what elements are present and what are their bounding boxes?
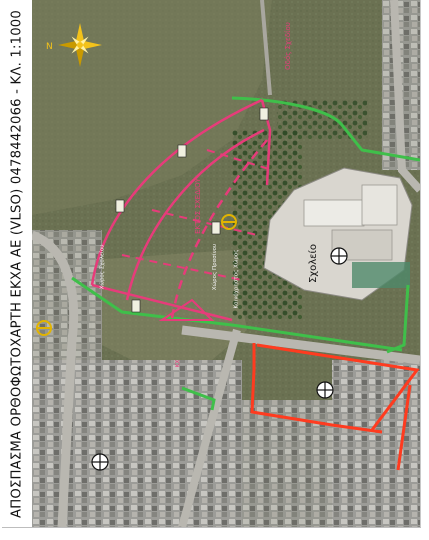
building-outline-east xyxy=(256,343,420,431)
compass-rose-icon: N xyxy=(46,23,102,67)
plan-line-south xyxy=(91,283,233,322)
plan-line-dashed-3 xyxy=(206,149,273,171)
scrub-area-north xyxy=(32,0,272,215)
tree-canopy-east xyxy=(277,100,367,140)
school-label: Σχολείο xyxy=(308,243,320,284)
svg-text:N: N xyxy=(46,42,53,52)
map-sheet: ΑΠΟΣΠΑΣΜΑ ΟΡΘΟΦΩΤΟΧΑΡΤΗ ΕΚΧΑ ΑΕ (VLSO) 0… xyxy=(2,0,421,527)
plan-line-dashed-1 xyxy=(121,254,243,281)
green-boundary-south xyxy=(71,276,403,352)
outside-plan-label: ΕΚΤΟΣ ΣΧΕΔΙΟΥ xyxy=(193,178,202,234)
plan-triangle xyxy=(158,298,215,321)
road-central xyxy=(181,325,420,365)
road-diagonal xyxy=(178,328,241,527)
tag-box-1 xyxy=(259,107,269,121)
bottom-rule xyxy=(2,527,421,528)
small-tag-label: ΚΧ xyxy=(174,359,182,368)
urban-blocks-west xyxy=(32,230,102,370)
school-area-label: Χώρος Σχολείου xyxy=(99,244,106,290)
school-wing-3 xyxy=(361,184,398,226)
map-title: ΑΠΟΣΠΑΣΜΑ ΟΡΘΟΦΩΤΟΧΑΡΤΗ ΕΚΧΑ ΑΕ (VLSO) 0… xyxy=(9,10,25,518)
path-north xyxy=(260,0,272,96)
annotation-marker-icon xyxy=(221,214,237,230)
green-boundary-north xyxy=(231,96,420,162)
school-wing-1 xyxy=(303,199,365,227)
landmark-symbol-icon[interactable] xyxy=(316,381,334,399)
landmark-symbol-icon-west[interactable] xyxy=(91,453,109,471)
plan-line-dashed-2 xyxy=(151,209,258,236)
building-outline-south xyxy=(250,343,383,434)
green-boundary-southwest xyxy=(181,386,216,411)
building-outline-far-east xyxy=(396,384,412,471)
school-sports-court xyxy=(352,262,410,288)
road-west xyxy=(32,230,79,527)
tag-box-2 xyxy=(177,144,187,158)
scrub-area-south xyxy=(92,250,247,370)
title-strip: ΑΠΟΣΠΑΣΜΑ ΟΡΘΟΦΩΤΟΧΑΡΤΗ ΕΚΧΑ ΑΕ (VLSO) 0… xyxy=(2,0,32,527)
plan-arc-outer xyxy=(90,98,263,286)
common-area-label: Κοινόχρηστος Χώρος xyxy=(233,249,240,309)
plan-arc-dashed xyxy=(170,139,268,319)
tag-box-3 xyxy=(115,199,125,213)
annotation-marker-icon-west xyxy=(36,320,52,336)
green-area-label: Χώρος Πρασίνου xyxy=(212,243,219,291)
orthophoto-map[interactable]: N Σχολείο ΕΚΤΟΣ ΣΧΕΔΙΟΥ Οδός Σχεδίου Χώρ… xyxy=(32,0,420,527)
tag-box-5 xyxy=(131,299,141,313)
orthophoto-canvas: N xyxy=(32,0,420,527)
plan-arc-inner xyxy=(125,128,265,301)
tag-box-4 xyxy=(211,221,221,235)
road-northeast xyxy=(390,0,420,193)
school-symbol-icon[interactable] xyxy=(330,247,348,265)
street-label: Οδός Σχεδίου xyxy=(283,22,292,70)
